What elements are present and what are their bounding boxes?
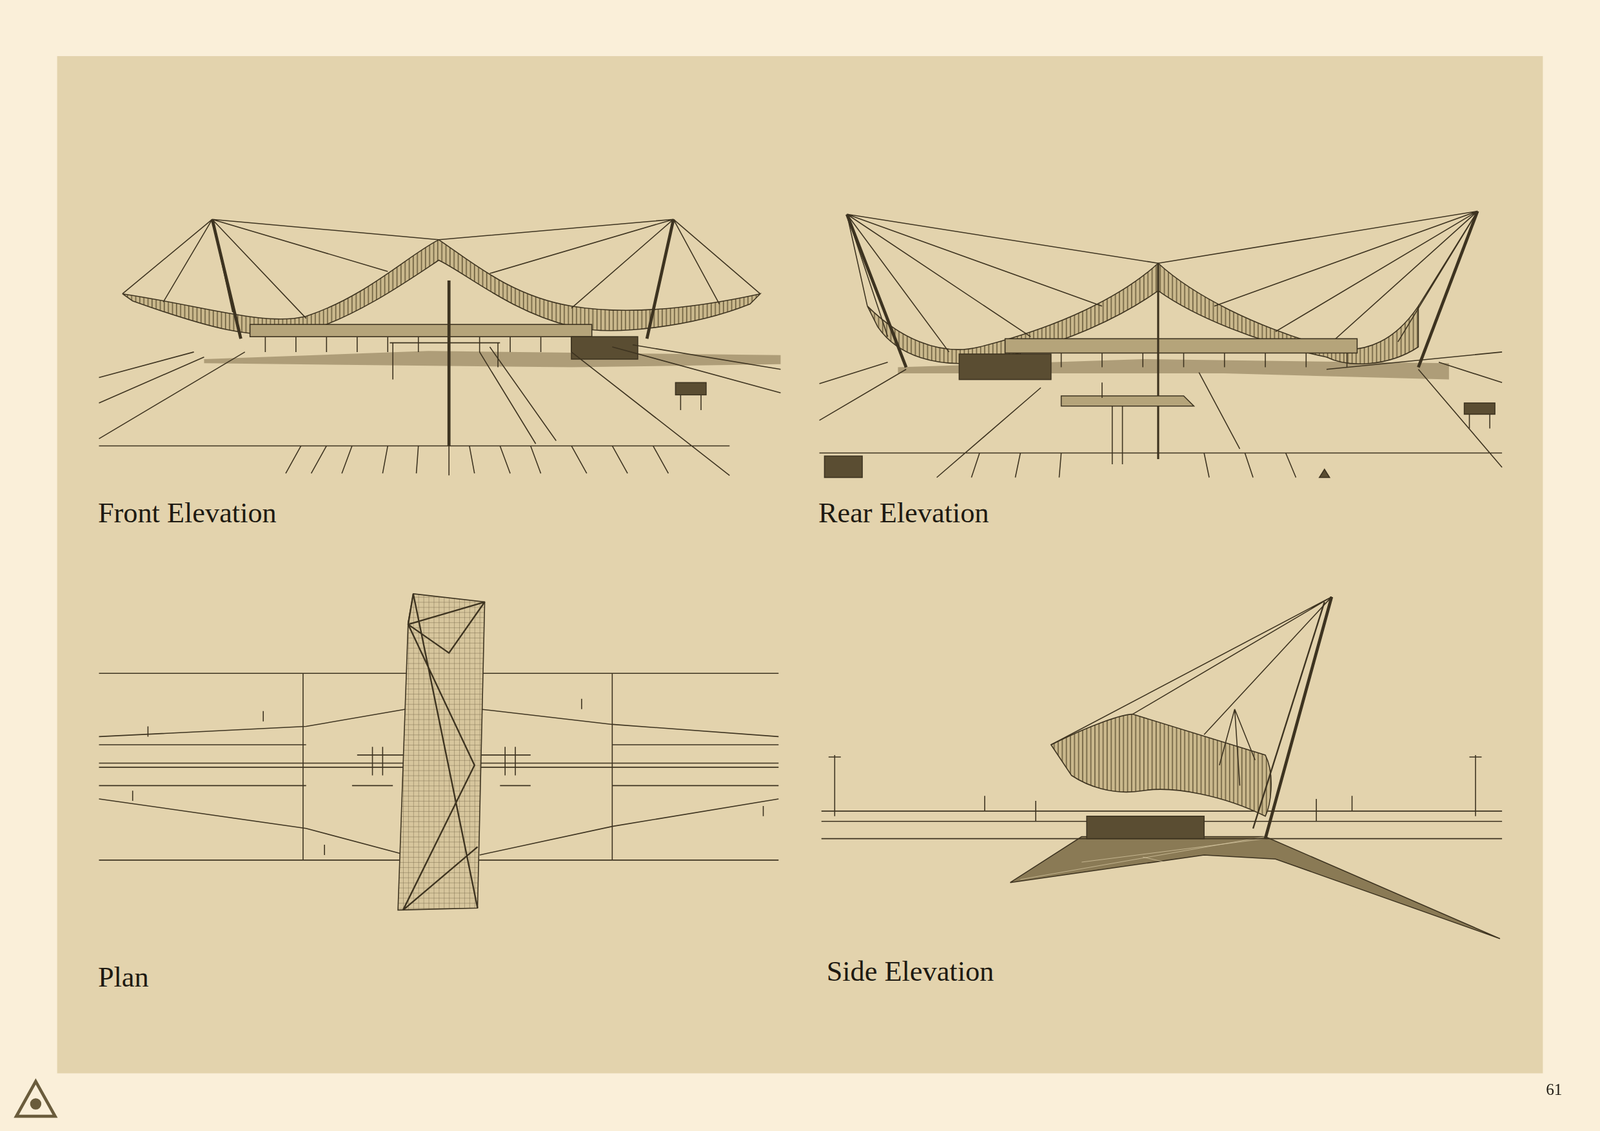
view-title: Front Elevation	[98, 499, 277, 528]
view-title: Plan	[98, 963, 149, 992]
view-title: Side Elevation	[826, 957, 995, 986]
view-title: Rear Elevation	[818, 499, 989, 528]
page-number: 61	[1545, 1081, 1562, 1098]
